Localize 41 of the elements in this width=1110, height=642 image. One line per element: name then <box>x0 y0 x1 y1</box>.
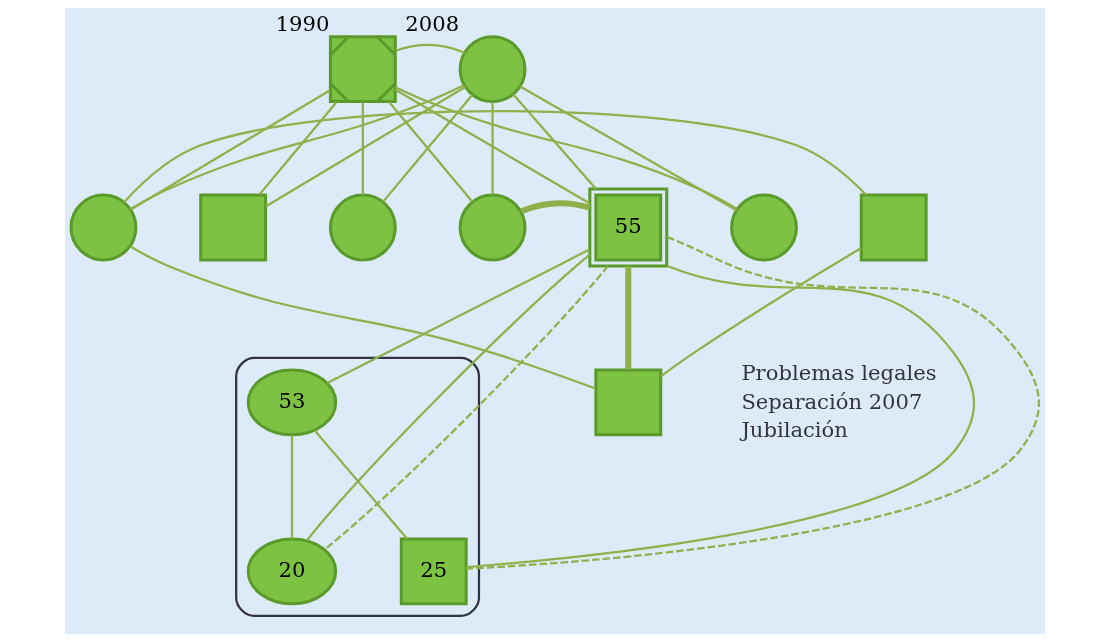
connector <box>265 86 466 208</box>
node-box <box>859 193 928 262</box>
connector <box>129 245 596 390</box>
node-circle <box>458 193 527 262</box>
connector <box>395 43 465 54</box>
node-box: 25 <box>399 537 468 606</box>
connector <box>625 266 632 370</box>
connector <box>361 102 364 195</box>
connector <box>466 264 975 569</box>
node-ellipse: 53 <box>246 368 338 437</box>
label: Jubilación <box>741 417 848 443</box>
connector <box>258 101 338 196</box>
node-circle <box>328 193 397 262</box>
connector <box>520 200 591 215</box>
connector <box>326 248 590 385</box>
connector <box>466 236 1040 570</box>
connector <box>491 102 494 195</box>
connector <box>123 110 868 204</box>
connector <box>512 93 597 190</box>
node-box <box>199 193 268 262</box>
connector <box>394 88 590 205</box>
node-circle <box>730 193 798 262</box>
node-box: 55 <box>588 187 669 268</box>
connector <box>519 85 737 212</box>
label: Problemas legales <box>741 360 937 386</box>
connector <box>130 84 465 210</box>
connector <box>660 247 862 378</box>
connector <box>395 86 738 210</box>
node-label: 1990 <box>275 10 330 36</box>
connector <box>305 253 591 542</box>
node-box <box>594 368 663 437</box>
node-circle <box>458 35 527 104</box>
label: Separación 2007 <box>741 388 923 414</box>
node-ellipse: 20 <box>246 537 338 606</box>
connector <box>324 265 609 551</box>
connector <box>290 435 294 539</box>
cluster <box>235 356 481 617</box>
connector <box>130 89 331 211</box>
node-circle <box>69 193 138 262</box>
node-label: 2008 <box>405 10 460 36</box>
connector <box>313 429 408 540</box>
